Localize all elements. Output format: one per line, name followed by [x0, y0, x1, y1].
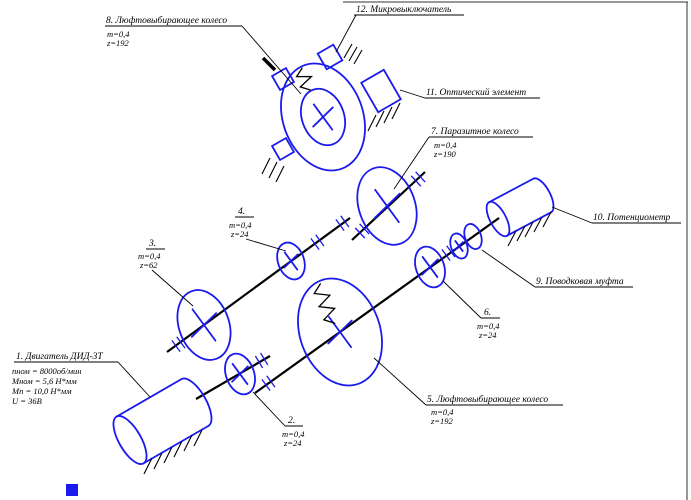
- label-coupling-title: 9. Поводковая муфта: [536, 276, 624, 287]
- leader-line: [117, 361, 151, 398]
- potentiometer: [485, 177, 555, 238]
- gear-2: [224, 352, 256, 396]
- label-gear-7-title: 7. Паразитное колесо: [431, 127, 519, 137]
- frame-corner-square: [66, 484, 78, 496]
- motor-mount-hatching: [143, 429, 203, 475]
- label-coupling: 9. Поводковая муфта: [481, 249, 633, 288]
- label-wheel-8-module: m=0,4: [107, 29, 130, 39]
- label-gear-6-teeth: z=24: [478, 330, 497, 340]
- leader-line: [335, 14, 357, 53]
- label-anti-backlash-wheel-8: 8. Люфтовыбирающее колесо m=0,4 z=192: [105, 15, 302, 95]
- label-gear-7-module: m=0,4: [434, 140, 457, 150]
- microswitch: [316, 43, 344, 71]
- label-potentiometer-title: 10. Потенциометр: [593, 213, 671, 223]
- label-gear-4-module: m=0,4: [229, 220, 252, 230]
- leader-line: [241, 25, 302, 95]
- anti-backlash-spring-5: [313, 283, 336, 324]
- label-optical-title: 11. Оптический элемент: [426, 87, 526, 98]
- leader-line: [481, 249, 536, 288]
- label-gear-6: 6. m=0,4 z=24: [442, 280, 500, 340]
- label-idler-gear-7: 7. Паразитное колесо m=0,4 z=190: [393, 127, 533, 190]
- leader-line: [442, 280, 482, 319]
- label-optical-element: 11. Оптический элемент: [399, 87, 540, 99]
- anti-backlash-wheel-5: [297, 277, 383, 387]
- label-gear-3-module: m=0,4: [138, 251, 161, 261]
- label-gear-6-title: 6.: [484, 308, 491, 318]
- motor-shaft: [195, 355, 271, 400]
- label-wheel-8-title: 8. Люфтовыбирающее колесо: [106, 15, 227, 26]
- label-gear-4: 4. m=0,4 z=24: [229, 207, 287, 252]
- label-gear-2-teeth: z=24: [283, 438, 302, 448]
- label-wheel-8-teeth: z=192: [106, 38, 130, 48]
- leader-line: [393, 136, 430, 190]
- label-gear-3-title: 3.: [148, 239, 156, 249]
- leader-line: [245, 238, 287, 252]
- label-gear-3-teeth: z=62: [139, 260, 158, 270]
- microswitch-hatching: [343, 43, 363, 65]
- support-block-hatching: [261, 157, 285, 183]
- idler-gear-7: [356, 166, 418, 246]
- motor-spec-speed: nном = 8000об/мин: [12, 366, 81, 376]
- label-motor: 1. Двигатель ДИД-3Т nном = 8000об/мин Мн…: [11, 352, 151, 406]
- gear-4: [276, 241, 306, 281]
- label-potentiometer: 10. Потенциометр: [551, 206, 681, 224]
- label-anti-backlash-wheel-5: 5. Люфтовыбирающее колесо m=0,4 z=192: [373, 357, 563, 426]
- label-wheel-5-teeth: z=192: [430, 416, 454, 426]
- label-gear-6-module: m=0,4: [477, 321, 500, 331]
- label-gear-2-module: m=0,4: [282, 429, 305, 439]
- label-gear-2: 2. m=0,4 z=24: [252, 391, 305, 448]
- leader-line: [373, 357, 427, 406]
- label-gear-2-title: 2.: [288, 416, 295, 426]
- anti-backlash-spring-8: [295, 67, 314, 91]
- label-gear-7-teeth: z=190: [433, 149, 457, 159]
- gear-6: [414, 245, 446, 289]
- label-motor-title: 1. Двигатель ДИД-3Т: [16, 352, 103, 362]
- coupling: [449, 223, 483, 260]
- label-gear-4-title: 4.: [238, 207, 245, 217]
- leader-line: [399, 89, 426, 99]
- support-block-upper: [270, 66, 296, 92]
- anti-backlash-wheel-8: [280, 62, 366, 172]
- leader-line: [551, 206, 593, 224]
- label-microswitch-title: 12. Микровыключатель: [356, 5, 452, 15]
- label-gear-4-teeth: z=24: [230, 229, 249, 239]
- support-block-lower: [270, 136, 296, 162]
- label-microswitch: 12. Микровыключатель: [335, 5, 464, 53]
- label-wheel-5-title: 5. Люфтовыбирающее колесо: [427, 394, 548, 405]
- label-gear-3: 3. m=0,4 z=62: [138, 239, 194, 307]
- intermediate-shaft: [166, 217, 351, 353]
- mount-mark: [261, 56, 277, 72]
- motor: [112, 377, 213, 465]
- potentiometer-mount-hatching: [507, 211, 552, 247]
- motor-spec-torque-start: Мп = 10,0 Н*мм: [11, 386, 72, 396]
- gear-3: [176, 289, 232, 361]
- leader-line: [252, 391, 286, 427]
- optical-element: [360, 68, 402, 114]
- motor-spec-voltage: U = 36В: [12, 396, 42, 406]
- motor-spec-torque-nom: Мном = 5,6 Н*мм: [11, 376, 77, 386]
- label-wheel-5-module: m=0,4: [431, 407, 454, 417]
- optical-element-hatching: [367, 102, 401, 132]
- leader-line: [151, 269, 194, 307]
